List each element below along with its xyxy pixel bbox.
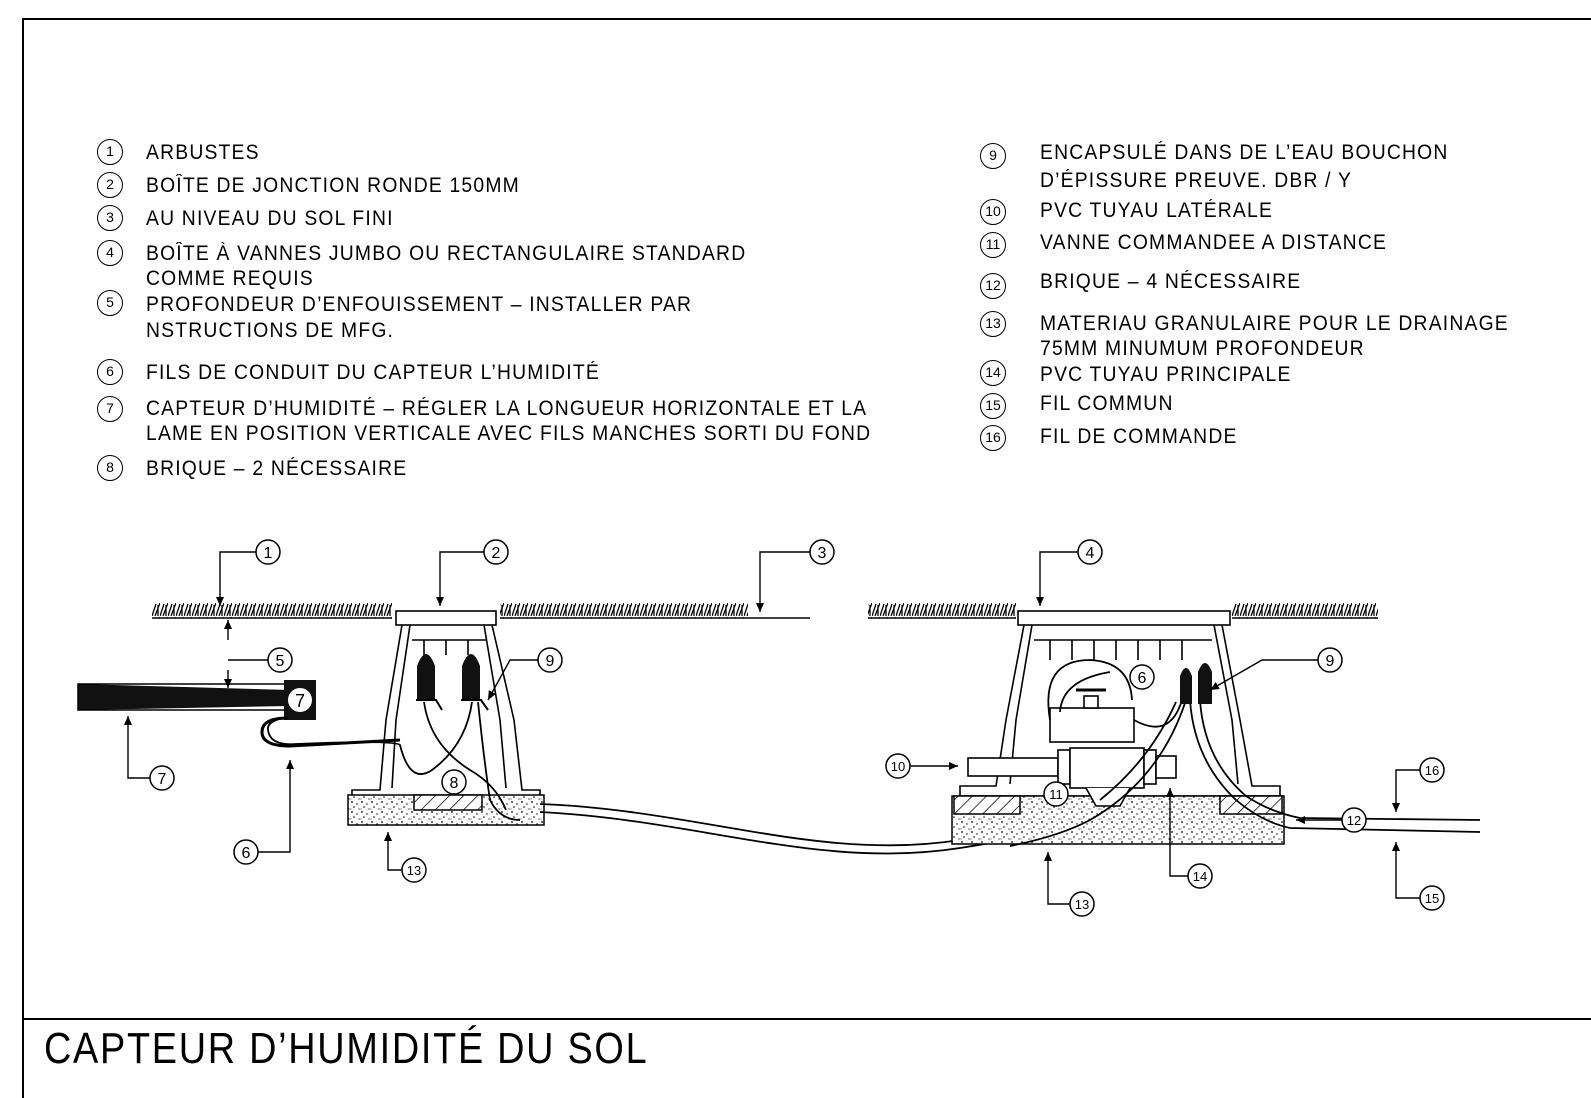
leaders xyxy=(124,551,1420,905)
note-text-4-line-2: COMME REQUIS xyxy=(146,267,314,290)
note-text-11: VANNE COMMANDEE A DISTANCE xyxy=(1040,231,1388,254)
note-text-6: FILS DE CONDUIT DU CAPTEUR L’HUMIDITÉ xyxy=(146,361,600,384)
note-text-13-line-1: MATERIAU GRANULAIRE POUR LE DRAINAGE xyxy=(1040,312,1509,335)
callout-13-right: 13 xyxy=(1075,897,1089,912)
callout-4: 4 xyxy=(1086,545,1095,562)
note-number-15: 15 xyxy=(980,393,1006,419)
note-text-9-line-2: D’ÉPISSURE PREUVE. DBR / Y xyxy=(1040,169,1353,192)
note-number-13: 13 xyxy=(980,311,1006,337)
brick-right-1 xyxy=(953,795,1021,815)
note-number-1: 1 xyxy=(97,139,123,165)
callout-3: 3 xyxy=(818,545,827,562)
note-text-14: PVC TUYAU PRINCIPALE xyxy=(1040,363,1292,386)
callout-15: 15 xyxy=(1425,891,1439,906)
splice-caps-left xyxy=(416,654,489,711)
wires-right xyxy=(1009,659,1481,847)
callout-8: 8 xyxy=(450,775,459,792)
note-number-6: 6 xyxy=(97,359,123,385)
finished-grade-left xyxy=(152,603,810,619)
callout-9-left: 9 xyxy=(546,653,555,670)
note-text-1: ARBUSTES xyxy=(146,141,260,164)
note-text-15: FIL COMMUN xyxy=(1040,392,1174,415)
note-text-13-line-2: 75MM MINUMUM PROFONDEUR xyxy=(1040,337,1365,360)
note-number-4: 4 xyxy=(97,240,123,266)
note-text-2: BOÎTE DE JONCTION RONDE 150MM xyxy=(146,174,520,197)
note-number-5: 5 xyxy=(97,290,123,316)
page-title: CAPTEUR D’HUMIDITÉ DU SOL xyxy=(44,1024,649,1073)
finished-grade-right xyxy=(868,603,1378,619)
callout-12: 12 xyxy=(1347,813,1361,828)
note-text-16: FIL DE COMMANDE xyxy=(1040,425,1238,448)
callout-14: 14 xyxy=(1193,869,1207,884)
callout-13-left: 13 xyxy=(407,863,421,878)
title-divider xyxy=(22,1018,1591,1020)
callout-16: 16 xyxy=(1425,763,1439,778)
note-text-5-line-1: PROFONDEUR D’ENFOUISSEMENT – INSTALLER P… xyxy=(146,293,693,316)
note-number-10: 10 xyxy=(980,199,1006,225)
callout-6-left: 6 xyxy=(242,845,251,862)
note-number-11: 11 xyxy=(980,232,1006,258)
note-text-10: PVC TUYAU LATÉRALE xyxy=(1040,199,1274,222)
note-number-14: 14 xyxy=(980,360,1006,386)
splice-caps-right xyxy=(1180,663,1212,704)
callout-2: 2 xyxy=(492,545,501,562)
brick-left xyxy=(413,794,483,811)
callout-10: 10 xyxy=(891,759,905,774)
note-text-8: BRIQUE – 2 NÉCESSAIRE xyxy=(146,457,408,480)
callout-1: 1 xyxy=(264,545,273,562)
note-text-9-line-1: ENCAPSULÉ DANS DE L’EAU BOUCHON xyxy=(1040,141,1449,164)
note-number-3: 3 xyxy=(97,205,123,231)
note-text-3: AU NIVEAU DU SOL FINI xyxy=(146,207,394,230)
callout-9-right: 9 xyxy=(1326,653,1335,670)
note-text-5-line-2: NSTRUCTIONS DE MFG. xyxy=(146,319,395,342)
callout-7-inline: 7 xyxy=(295,691,305,711)
note-number-2: 2 xyxy=(97,172,123,198)
callout-7: 7 xyxy=(158,771,167,788)
note-text-7-line-1: CAPTEUR D’HUMIDITÉ – RÉGLER LA LONGUEUR … xyxy=(146,397,868,420)
remote-control-valve xyxy=(967,688,1177,807)
note-number-16: 16 xyxy=(980,425,1006,451)
note-text-12: BRIQUE – 4 NÉCESSAIRE xyxy=(1040,270,1302,293)
note-text-7-line-2: LAME EN POSITION VERTICALE AVEC FILS MAN… xyxy=(146,422,872,445)
note-number-7: 7 xyxy=(97,396,123,422)
callout-6-right: 6 xyxy=(1138,670,1147,687)
note-number-12: 12 xyxy=(980,273,1006,299)
round-junction-box xyxy=(351,610,541,801)
note-number-9: 9 xyxy=(980,143,1006,169)
callout-11: 11 xyxy=(1049,787,1063,802)
callout-circles: 1 2 3 4 5 6 6 7 8 9 9 10 11 12 13 13 14 xyxy=(149,539,1445,917)
moisture-sensor: 7 xyxy=(77,680,401,748)
drawing-frame xyxy=(22,18,1591,1098)
note-number-8: 8 xyxy=(97,455,123,481)
note-text-4-line-1: BOÎTE À VANNES JUMBO OU RECTANGULAIRE ST… xyxy=(146,242,747,265)
callout-5: 5 xyxy=(276,653,285,670)
